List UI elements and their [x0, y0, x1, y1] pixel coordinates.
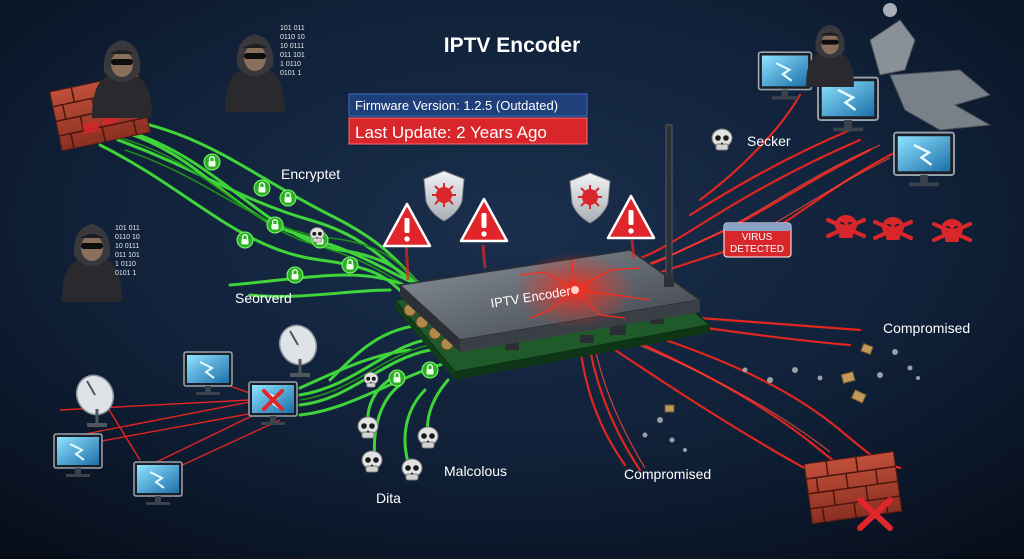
compromised-monitor-icon: [248, 381, 298, 426]
padlock-icon: [253, 179, 271, 197]
padlock-icon: [266, 216, 284, 234]
virus-detected-line1: VIRUS: [742, 232, 773, 243]
virus-detected-badge: [723, 222, 792, 258]
padlock-icon: [388, 369, 406, 387]
firmware-version-bar: [348, 93, 588, 117]
padlock-icon: [421, 361, 439, 379]
secured-label: Seorverd: [235, 290, 292, 306]
firmware-version-text: Firmware Version: 1.2.5 (Outdated): [355, 98, 558, 113]
padlock-icon: [279, 189, 297, 207]
virus-detected-line2: DETECTED: [730, 244, 784, 255]
last-update-bar: [348, 117, 588, 145]
padlock-icon: [286, 266, 304, 284]
drone-icon: [869, 3, 992, 131]
malicious-label: Malcolous: [444, 463, 507, 479]
iptv-encoder-device: [393, 124, 712, 380]
page-title: IPTV Encoder: [444, 34, 581, 57]
firmware-panel: [348, 93, 588, 145]
secure-connections-top: [98, 116, 457, 314]
encrypted-label: Encryptet: [281, 166, 340, 182]
compromised-label-bottom: Compromised: [624, 466, 711, 482]
compromised-label-right: Compromised: [883, 320, 970, 336]
padlock-icon: [341, 256, 359, 274]
last-update-text: Last Update: 2 Years Ago: [355, 123, 547, 142]
secker-label: Secker: [747, 133, 791, 149]
padlock-icon: [203, 153, 221, 171]
debris-bits: [642, 349, 920, 452]
debris-boxes: [664, 342, 874, 413]
firewall-bottom-right: [803, 450, 903, 531]
data-label: Dita: [376, 490, 401, 506]
padlock-icon: [236, 231, 254, 249]
